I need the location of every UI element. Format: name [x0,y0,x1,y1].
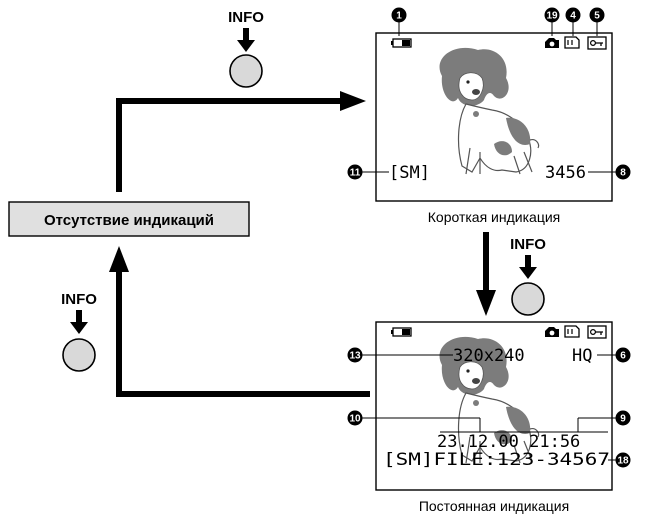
press-arrow-icon [519,267,537,279]
callout-6-number: 6 [620,351,626,362]
info-label-left: INFO [61,291,97,308]
press-arrow-icon [70,322,88,334]
arrow-head-up [109,246,129,272]
full-display-label: Постоянная индикация [419,498,569,514]
callout-11: 11 [348,165,363,180]
callout-4: 4 [566,8,581,23]
callout-5-number: 5 [594,11,600,22]
callout-13: 13 [348,348,363,363]
callout-13-number: 13 [349,351,361,362]
full-display-screen: 320x240 HQ 23.12.00 21:56 [SM]FILE:123-3… [362,322,616,490]
info-button-middle[interactable]: INFO [510,236,546,315]
arrow-head-right-top [340,91,366,111]
callout-8-number: 8 [620,168,626,179]
short-display-label: Короткая индикация [428,209,561,225]
arrow-to-short-display [119,101,342,192]
info-button-top[interactable]: INFO [228,9,264,87]
callout-11-number: 11 [350,168,361,179]
no-display-label: Отсутствие индикаций [44,212,214,229]
callout-9-number: 9 [620,414,626,425]
callout-8: 8 [616,165,631,180]
callout-10: 10 [348,411,363,426]
callout-10-number: 10 [349,414,361,425]
arrow-to-no-display [119,270,370,394]
full-file-text: [SM]FILE:123-34567 [383,450,610,470]
full-quality-text: HQ [572,346,592,366]
callout-18-number: 18 [617,456,629,467]
info-button-icon[interactable] [512,283,544,315]
callout-1: 1 [392,8,407,23]
info-button-left[interactable]: INFO [61,291,97,371]
callout-5: 5 [590,8,605,23]
info-label-top: INFO [228,9,264,26]
lock-icon [588,37,606,49]
lock-icon [588,326,606,338]
info-button-icon[interactable] [63,339,95,371]
short-frames-text: 3456 [545,163,586,183]
no-display-state: Отсутствие индикаций [9,202,249,236]
callout-9: 9 [616,411,631,426]
short-mode-text: [SM] [389,163,430,183]
arrow-head-down [476,290,496,316]
info-button-icon[interactable] [230,55,262,87]
info-label-middle: INFO [510,236,546,253]
short-display-screen: [SM] 3456 [362,22,616,201]
press-arrow-icon [237,40,255,52]
callout-1-number: 1 [396,11,402,22]
callout-18: 18 [616,453,631,468]
full-resolution-text: 320x240 [453,346,525,366]
callout-19: 19 [545,8,560,23]
callout-6: 6 [616,348,631,363]
full-datetime-text: 23.12.00 21:56 [437,432,580,452]
callout-4-number: 4 [570,11,576,22]
callout-19-number: 19 [546,11,558,22]
